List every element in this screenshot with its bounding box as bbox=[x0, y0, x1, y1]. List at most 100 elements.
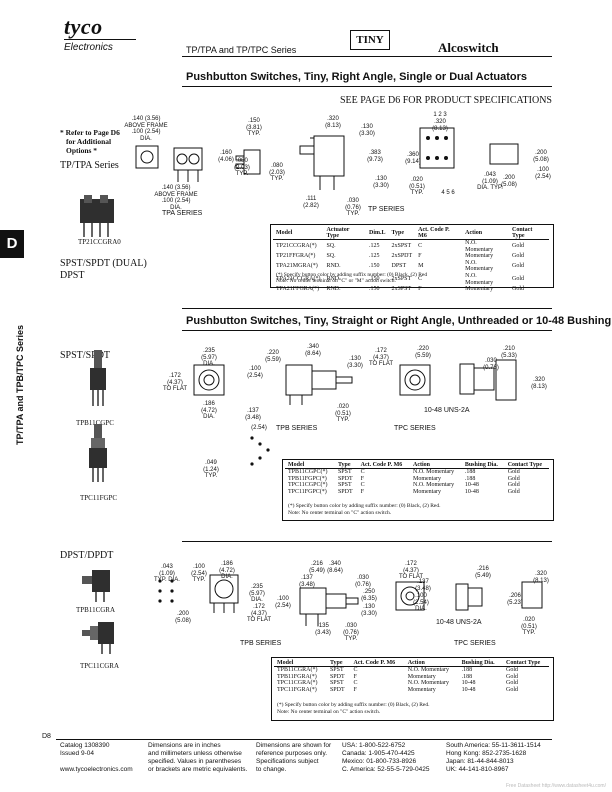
switch-photo-tpb11 bbox=[90, 350, 106, 406]
section-tab: D bbox=[0, 230, 24, 258]
tpc-series-label-3: TPC SERIES bbox=[454, 640, 496, 647]
pins-top: 1 2 3 bbox=[433, 112, 447, 118]
pin-pattern bbox=[250, 436, 270, 466]
spec-reference: SEE PAGE D6 FOR PRODUCT SPECIFICATIONS bbox=[340, 95, 552, 106]
dim-172: .172 (4.37) TO FLAT bbox=[246, 604, 272, 623]
section1-rule bbox=[182, 86, 552, 87]
page-number: D8 bbox=[42, 733, 51, 740]
dim-100: .100 (2.54) TYP. bbox=[191, 564, 207, 583]
dim-080-typ: .080 (2.03) TYP. bbox=[269, 163, 285, 182]
tp-series-label: TP SERIES bbox=[368, 206, 405, 213]
dim-172: .172 (4.37) TO FLAT bbox=[162, 373, 188, 392]
type-label-dual: SPST/SPDT (DUAL) bbox=[60, 258, 147, 269]
dim-137: .137 (3.48) bbox=[299, 575, 315, 588]
dim-186: .186 (4.72) DIA. bbox=[219, 561, 235, 580]
section2-rule bbox=[182, 330, 552, 331]
dim-100c: .100 (2.54) DIA. bbox=[413, 593, 429, 612]
section1-title: Pushbutton Switches, Tiny, Right Angle, … bbox=[186, 71, 528, 83]
dim-250: .250 (6.35) bbox=[361, 589, 377, 602]
refer-note: * Refer to Page D6 for Additional Option… bbox=[60, 128, 120, 155]
tpc-series-label: TPC SERIES bbox=[394, 425, 436, 432]
photo-caption-tpc11cgra: TPC11CGRA bbox=[80, 662, 120, 670]
dim-above-frame-2: .140 (3.56) ABOVE FRAME .100 (2.54) DIA. bbox=[154, 185, 198, 211]
dim-172b: .172 (4.37) TO FLAT bbox=[398, 561, 424, 580]
dim-030: .030 (0.76) bbox=[355, 575, 371, 588]
photo-caption-tpc11: TPC11FGPC bbox=[80, 494, 118, 502]
type-label-spst-spdt: SPST/SPDT bbox=[60, 350, 111, 361]
switch-photo-tp21 bbox=[80, 195, 114, 237]
dim-above-frame-1: .140 (3.56) ABOVE FRAME .100 (2.54) DIA. bbox=[124, 116, 168, 142]
spec-table-2-box bbox=[282, 459, 554, 521]
table-1-note-2: Note: No center terminal on "C" or "M" a… bbox=[276, 278, 396, 284]
photo-caption-tpb11: TPB11CGPC bbox=[76, 419, 114, 427]
tpa-series-drawing bbox=[135, 145, 261, 182]
switch-photo-tpc11cgra bbox=[82, 622, 114, 654]
dim-216b: .216 (5.49) bbox=[475, 566, 491, 579]
dim-150-typ: .150 (3.81) TYP. bbox=[246, 118, 262, 137]
brand-rule bbox=[64, 39, 136, 40]
dim-030b: .030 (0.76) TYP. bbox=[343, 623, 359, 642]
table-header: Dim.L bbox=[365, 226, 389, 240]
dim-360: .360 (9.14) bbox=[405, 152, 421, 165]
table-1-note-1: (*) Specify button color by adding suffi… bbox=[276, 272, 428, 278]
tpb-side-drawing bbox=[299, 587, 359, 626]
dim-020: .020 (0.51) TYP. bbox=[335, 404, 351, 423]
dim-020: .020 (0.51) TYP. bbox=[409, 177, 425, 196]
type-label-dpst-dpdt: DPST/DPDT bbox=[60, 550, 114, 561]
spec-table-1: Model Actuator Type Dim.L Type Act. Code… bbox=[273, 226, 549, 293]
table-header: Type bbox=[388, 226, 416, 240]
dim-130: .130 (3.30) bbox=[347, 356, 363, 369]
dim-100: .100 (2.54) bbox=[535, 167, 551, 180]
series-header: TP/TPA and TP/TPC Series bbox=[186, 45, 297, 55]
dim-216: .216 (5.49) bbox=[309, 561, 325, 574]
pins-bottom: 4 5 6 bbox=[441, 190, 455, 196]
dim-210: .210 (5.33) bbox=[501, 346, 517, 359]
dim-320b: .320 (8.13) bbox=[432, 119, 448, 132]
dim-383: .383 (9.73) bbox=[367, 150, 383, 163]
tpb-series-label: TPB SERIES bbox=[276, 425, 318, 432]
type-label-dpst: DPST bbox=[60, 270, 85, 281]
dim-320: .320 (8.13) bbox=[531, 377, 547, 390]
dim-137: .137 (3.48) bbox=[245, 408, 261, 421]
dim-200: .200 (5.08) bbox=[175, 611, 191, 624]
watermark: Free Datasheet http://www.datasheet4u.co… bbox=[505, 783, 606, 789]
table-header-row: Model Actuator Type Dim.L Type Act. Code… bbox=[273, 226, 549, 240]
brand-logo: tyco bbox=[64, 14, 103, 39]
section2-top-rule bbox=[182, 308, 552, 309]
tp-tpa-series-label: TP/TPA Series bbox=[60, 160, 119, 171]
photo-caption-tp21: TP21CCGRA0 bbox=[78, 238, 121, 246]
dim-100b: .100 (2.54) bbox=[275, 596, 291, 609]
tpb-series-label-3: TPB SERIES bbox=[240, 640, 282, 647]
website-link[interactable]: www.tycoelectronics.com bbox=[60, 766, 133, 773]
tiny-logo: TINY bbox=[350, 30, 390, 50]
dim-235: .235 (5.97) DIA. bbox=[249, 584, 265, 603]
dim-200: .200 (5.08) bbox=[533, 150, 549, 163]
dim-100: .100 (2.54) bbox=[247, 366, 263, 379]
section3-rule bbox=[182, 541, 552, 542]
tpa-series-label: TPA SERIES bbox=[162, 210, 203, 217]
bushing-drawing bbox=[459, 359, 517, 401]
dim-172b: .172 (4.37) TO FLAT bbox=[368, 348, 394, 367]
spec-table-1-box bbox=[270, 224, 554, 288]
dim-043: .043 (1.09) DIA. TYP. bbox=[477, 172, 503, 191]
dpdt-pin-layout bbox=[158, 574, 239, 613]
dim-186: .186 (4.72) DIA. bbox=[201, 401, 217, 420]
brand-subtitle: Electronics bbox=[64, 42, 113, 53]
dim-030: .030 (0.76) TYP. bbox=[345, 198, 361, 217]
header-rule bbox=[182, 56, 552, 57]
table-header: Actuator Type bbox=[323, 226, 366, 240]
